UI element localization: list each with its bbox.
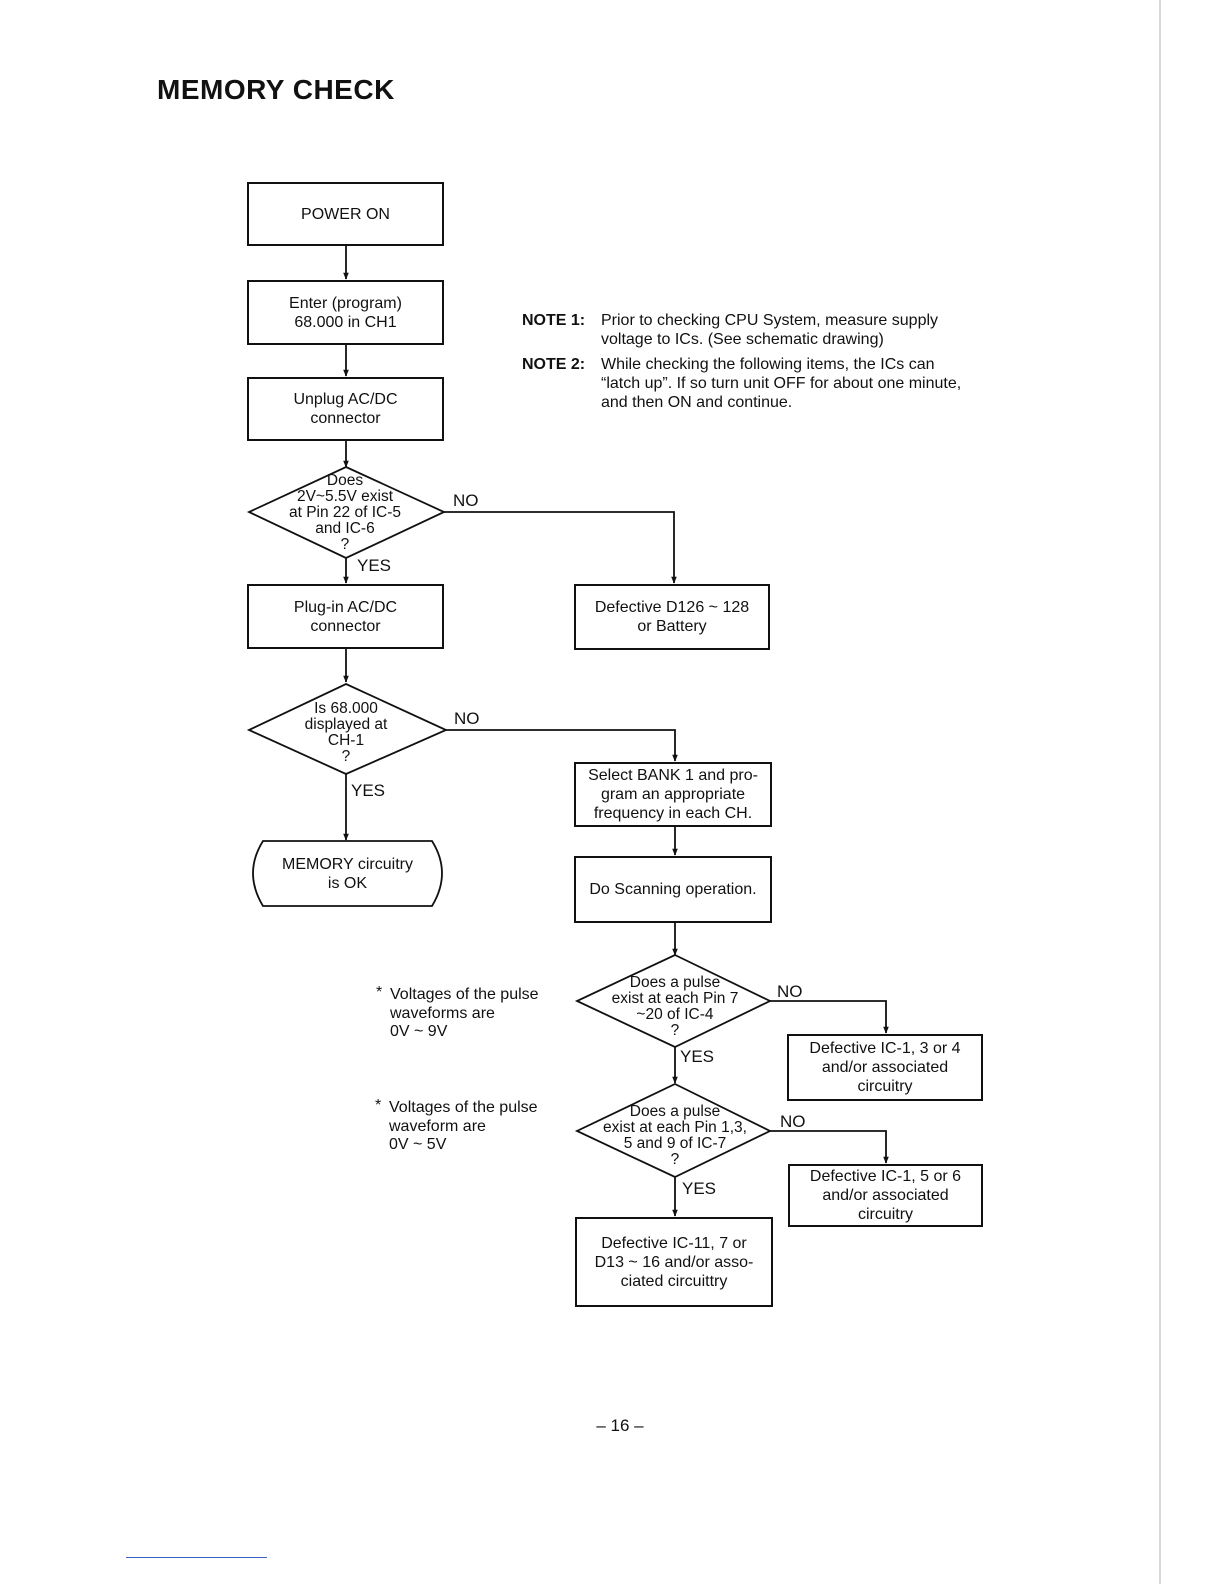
decision-pulse-ic4-text: Does a pulse exist at each Pin 7 ~20 of … xyxy=(611,974,739,1039)
label-yes-4: YES xyxy=(682,1179,717,1198)
label-yes-3: YES xyxy=(680,1047,715,1066)
label-yes-1: YES xyxy=(357,556,392,575)
aside-voltage-5v-text: Voltages of the pulse waveform are 0V ~ … xyxy=(389,1099,538,1153)
page-title: MEMORY CHECK xyxy=(157,74,395,105)
box-plug-in-text: Plug-in AC/DC connector xyxy=(293,598,398,635)
box-defective-ic11-text: Defective IC-11, 7 or D13 ~ 16 and/or as… xyxy=(594,1234,754,1290)
label-no-1: NO xyxy=(453,491,479,510)
page-number: – 16 – xyxy=(596,1416,644,1435)
decision-diamond-pulse-ic4 xyxy=(574,954,773,1048)
decision-display-text: Is 68.000 displayed at CH-1 ? xyxy=(304,700,388,765)
aside-star: * xyxy=(375,1097,382,1114)
connector-no-to-defective-ic156 xyxy=(770,1130,889,1164)
terminator-shape xyxy=(252,840,443,907)
aside-star: * xyxy=(376,984,383,1001)
decision-pulse-ic7-text: Does a pulse exist at each Pin 1,3, 5 an… xyxy=(603,1103,747,1168)
decision-voltage-text: Does 2V~5.5V exist at Pin 22 of IC-5 and… xyxy=(288,472,401,553)
aside-voltage-5v: * Voltages of the pulse waveform are 0V … xyxy=(375,1097,565,1159)
note-1: NOTE 1: Prior to checking CPU System, me… xyxy=(522,311,972,351)
note-1-label: NOTE 1: xyxy=(522,312,586,329)
connector-no-to-select-bank xyxy=(446,729,678,762)
aside-voltage-9v: * Voltages of the pulse waveforms are 0V… xyxy=(376,984,566,1046)
box-power-on: POWER ON xyxy=(247,182,444,246)
decision-diamond-display xyxy=(246,683,449,775)
terminator-memory-ok: MEMORY circuitry is OK xyxy=(255,842,440,906)
note-1-text: Prior to checking CPU System, measure su… xyxy=(601,312,939,348)
label-no-2: NO xyxy=(454,709,480,728)
box-select-bank: Select BANK 1 and pro- gram an appropria… xyxy=(574,762,772,827)
note-2-label: NOTE 2: xyxy=(522,356,586,373)
box-do-scanning-text: Do Scanning operation. xyxy=(589,881,757,898)
box-defective-d126-text: Defective D126 ~ 128 or Battery xyxy=(594,599,750,635)
box-unplug-text: Unplug AC/DC connector xyxy=(293,391,398,427)
box-defective-ic134-text: Defective IC-1, 3 or 4 and/or associated… xyxy=(809,1040,961,1095)
box-defective-d126: Defective D126 ~ 128 or Battery xyxy=(574,584,770,650)
connector-no-to-defective-d126 xyxy=(444,511,677,584)
box-defective-ic134: Defective IC-1, 3 or 4 and/or associated… xyxy=(787,1034,983,1101)
decision-diamond-pulse-ic7 xyxy=(574,1082,773,1178)
label-no-4: NO xyxy=(780,1112,806,1131)
box-power-on-text: POWER ON xyxy=(301,205,390,223)
label-yes-2: YES xyxy=(351,781,386,800)
terminator-memory-ok-text: MEMORY circuitry is OK xyxy=(282,856,413,892)
box-enter-program: Enter (program) 68.000 in CH1 xyxy=(247,280,444,345)
box-defective-ic156: Defective IC-1, 5 or 6 and/or associated… xyxy=(788,1164,983,1227)
box-defective-ic156-text: Defective IC-1, 5 or 6 and/or associated… xyxy=(809,1168,962,1223)
box-plug-in: Plug-in AC/DC connector xyxy=(247,584,444,649)
footer-rule xyxy=(126,1557,267,1558)
decision-diamond-voltage xyxy=(246,466,447,559)
connector-no-to-defective-ic134 xyxy=(770,1000,889,1034)
box-do-scanning: Do Scanning operation. xyxy=(574,856,772,923)
label-no-3: NO xyxy=(777,982,803,1001)
box-enter-program-text: Enter (program) 68.000 in CH1 xyxy=(289,294,402,331)
aside-voltage-9v-text: Voltages of the pulse waveforms are 0V ~… xyxy=(390,986,539,1040)
note-2-text: While checking the following items, the … xyxy=(601,356,962,411)
box-defective-ic11: Defective IC-11, 7 or D13 ~ 16 and/or as… xyxy=(575,1217,773,1307)
page-edge xyxy=(1159,0,1161,1584)
note-2: NOTE 2: While checking the following ite… xyxy=(522,355,972,415)
box-select-bank-text: Select BANK 1 and pro- gram an appropria… xyxy=(588,767,758,822)
box-unplug: Unplug AC/DC connector xyxy=(247,377,444,441)
